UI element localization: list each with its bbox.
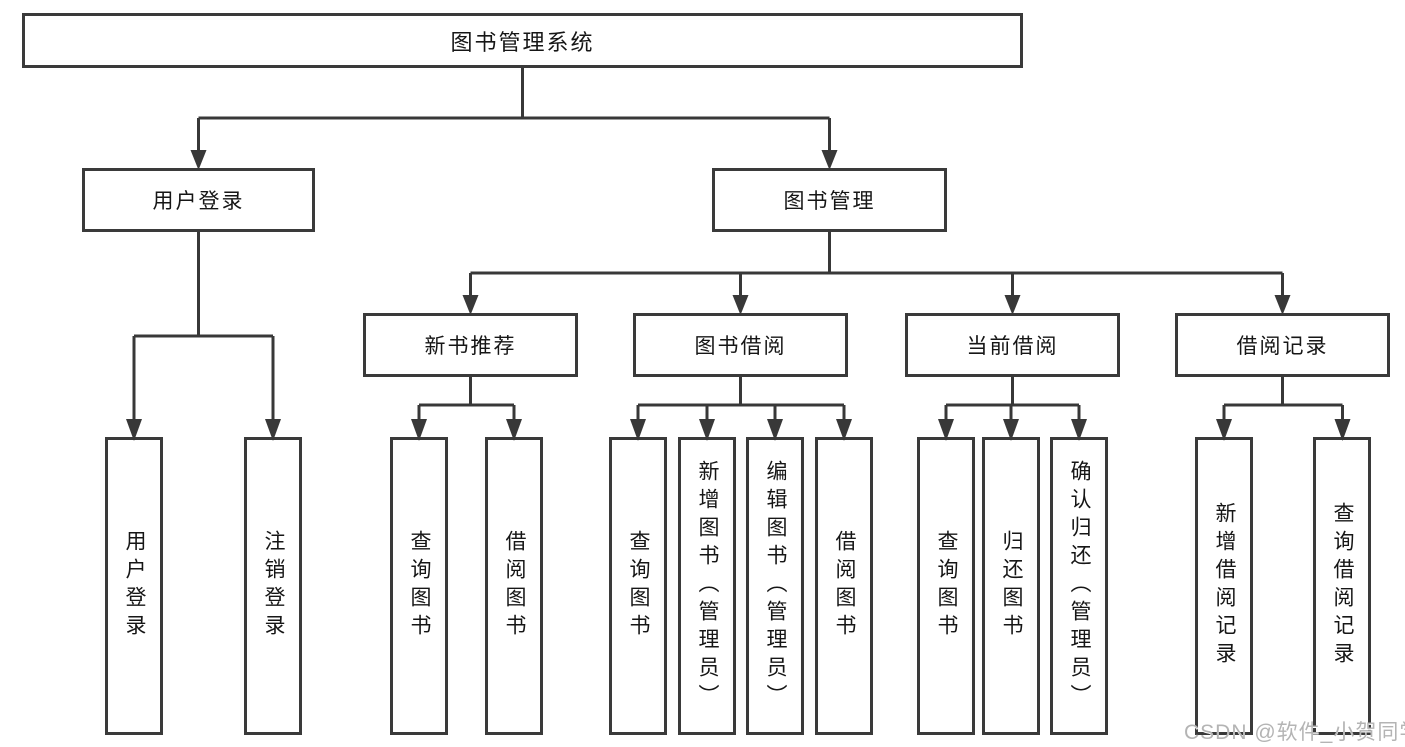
connector-book-borrowing-to-leaves — [630, 377, 852, 441]
leaf-logout: 注销登录 — [244, 437, 302, 735]
csdn-watermark: CSDN @软件_小贺同学 — [1184, 721, 1405, 744]
leaf-borrowing-edit-book-admin: 编辑图书（管理员） — [746, 437, 804, 735]
node-borrowing-records: 借阅记录 — [1175, 313, 1390, 377]
connector-new-book-recommend-to-leaves — [411, 377, 522, 441]
leaf-borrowing-add-book-admin: 新增图书（管理员） — [678, 437, 736, 735]
leaf-borrowing-query-book: 查询图书 — [609, 437, 667, 735]
connector-borrowing-records-to-leaves — [1216, 377, 1351, 441]
leaf-borrowing-borrow-book: 借阅图书 — [815, 437, 873, 735]
leaf-recommend-query-book: 查询图书 — [390, 437, 448, 735]
leaf-records-add-record: 新增借阅记录 — [1195, 437, 1253, 735]
leaf-recommend-borrow-book: 借阅图书 — [485, 437, 543, 735]
node-current-borrowing: 当前借阅 — [905, 313, 1120, 377]
node-root-library-system: 图书管理系统 — [22, 13, 1023, 68]
leaf-current-return-book: 归还图书 — [982, 437, 1040, 735]
node-user-login: 用户登录 — [82, 168, 315, 232]
leaf-current-confirm-return-admin: 确认归还（管理员） — [1050, 437, 1108, 735]
leaf-current-query-book: 查询图书 — [917, 437, 975, 735]
node-book-borrowing: 图书借阅 — [633, 313, 848, 377]
connector-book-management-to-level3 — [462, 232, 1291, 315]
leaf-user-login: 用户登录 — [105, 437, 163, 735]
node-new-book-recommend: 新书推荐 — [363, 313, 578, 377]
connector-current-borrowing-to-leaves — [938, 377, 1087, 441]
connector-root-to-level2 — [190, 68, 838, 170]
leaf-records-query-record: 查询借阅记录 — [1313, 437, 1371, 735]
connector-user-login-to-leaves — [126, 232, 281, 441]
node-book-management: 图书管理 — [712, 168, 947, 232]
